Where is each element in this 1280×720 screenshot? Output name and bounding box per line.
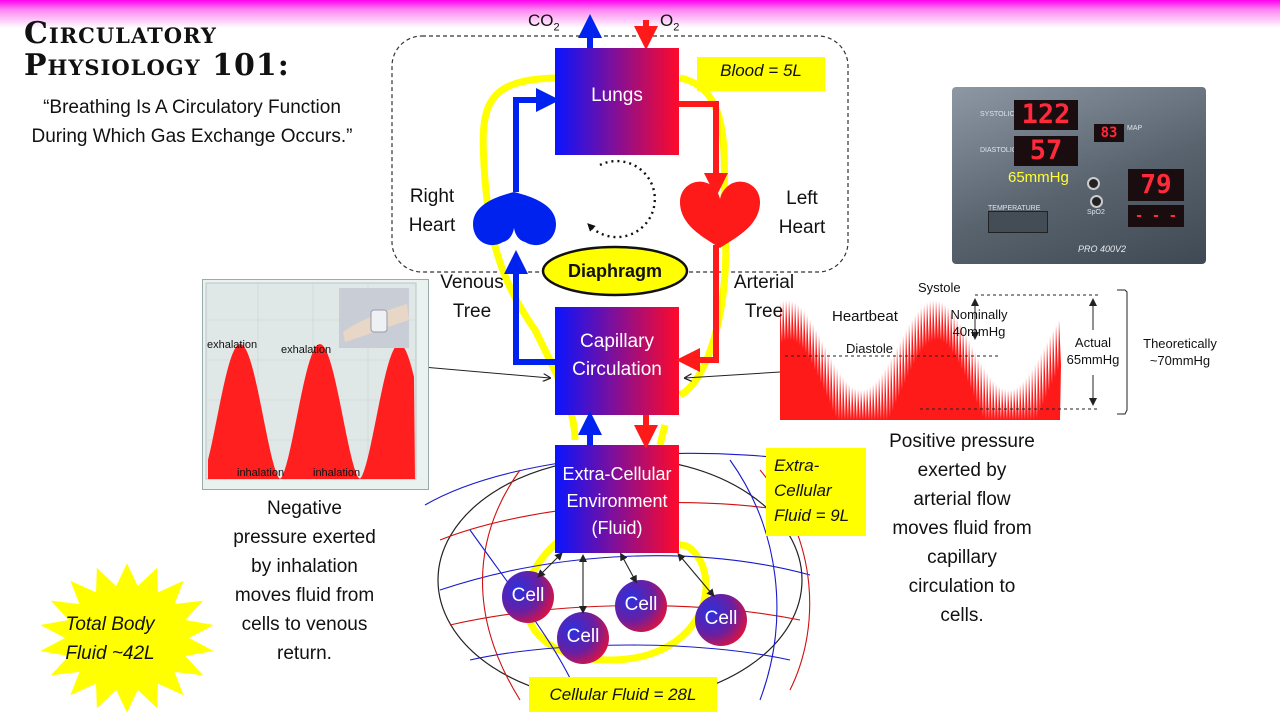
pulmonary-vein-arrow [679, 101, 728, 197]
title-line-1: Circulatory [24, 16, 217, 51]
page-title: Circulatory Physiology 101: [24, 18, 290, 82]
cell-2-label: Cell [566, 626, 600, 647]
venous-arrow [504, 250, 555, 365]
total-body-fluid-label: Total Body Fluid ~42L [65, 614, 155, 664]
pulmonary-artery-arrow [513, 88, 560, 192]
monitor-model-label: PRO 400V2 [1078, 244, 1127, 254]
monitor-map-label: MAP [1127, 125, 1143, 132]
cell-2 [557, 612, 609, 664]
systole-label: Systole [918, 280, 961, 295]
monitor-diastolic-label: DIASTOLIC [980, 147, 1017, 154]
bp-monitor-image: SYSTOLIC DIASTOLIC MAP TEMPERATURE SpO2 … [952, 87, 1206, 264]
cellular-fluid-label: Cellular Fluid = 28L [529, 677, 717, 712]
temperature-display [988, 211, 1048, 233]
exhalation-1-label: exhalation [207, 339, 258, 351]
diastole-label: Diastole [846, 341, 893, 356]
diaphragm-label: Diaphragm [567, 261, 663, 281]
pressure-waveform-chart [780, 289, 1128, 420]
cell-4 [695, 594, 747, 646]
monitor-temperature-label: TEMPERATURE [988, 205, 1041, 212]
title-line-2: Physiology 101: [24, 48, 290, 83]
rotation-circle-icon [587, 159, 656, 239]
inhalation-2-label: inhalation [313, 467, 361, 479]
capillary-box [555, 307, 679, 415]
pulse-display: 79 [1128, 169, 1184, 201]
inhalation-1-label: inhalation [237, 467, 285, 479]
o2-label: O2 [660, 11, 680, 34]
quote: “Breathing Is A Circulatory Function Dur… [12, 93, 372, 151]
spo2-connector-icon [1090, 195, 1103, 208]
extracellular-box [555, 445, 679, 553]
positive-pressure-text: Positive pressure exerted by arterial fl… [889, 431, 1035, 626]
extracellular-fluid-label: Extra- Cellular Fluid = 9L [766, 448, 866, 536]
extracellular-label: Extra-Cellular Environment (Fluid) [562, 464, 672, 538]
cell-3 [615, 580, 667, 632]
monitor-spo2-label: SpO2 [1087, 209, 1105, 216]
positive-pressure-pointer [685, 371, 781, 378]
lungs-box [555, 48, 679, 155]
breathing-waveform [208, 344, 415, 479]
quote-line-2: During Which Gas Exchange Occurs.” [31, 126, 353, 147]
co2-label: CO2 [528, 11, 560, 34]
negative-pressure-text: Negative pressure exerted by inhalation … [233, 498, 376, 664]
cell-1 [502, 571, 554, 623]
left-heart-icon [680, 181, 760, 248]
actual-pressure-label: Actual 65mmHg [1066, 335, 1120, 367]
quote-line-1: “Breathing Is A Circulatory Function [43, 97, 341, 118]
arterial-tree-label: Arterial Tree [733, 272, 795, 322]
pressure-waveform [780, 300, 1061, 420]
nominal-pressure-label: Nominally 40mmHg [950, 307, 1008, 339]
arterial-arrow [676, 245, 719, 372]
left-heart-label: Left Heart [778, 188, 826, 238]
blood-volume-label: Blood = 5L [697, 57, 825, 91]
diaphragm-shape [541, 245, 689, 297]
monitor-systolic-label: SYSTOLIC [980, 111, 1015, 118]
diastolic-display: 57 [1014, 136, 1078, 166]
cuff-connector-icon [1087, 177, 1100, 190]
cells [502, 571, 747, 664]
theoretical-pressure-label: Theoretically ~70mmHg [1143, 336, 1217, 368]
systolic-display: 122 [1014, 100, 1078, 130]
venous-tree-label: Venous Tree [440, 272, 504, 322]
pulse-pressure-label: 65mmHg [1008, 169, 1069, 186]
lungs-label: Lungs [591, 85, 643, 106]
breathing-waveform-image: exhalation exhalation inhalation inhalat… [202, 279, 429, 490]
heartbeat-label: Heartbeat [832, 308, 898, 325]
right-heart-label: Right Heart [408, 186, 456, 236]
cell-1-label: Cell [511, 585, 545, 606]
exhalation-2-label: exhalation [281, 344, 332, 356]
cell-4-label: Cell [704, 608, 738, 629]
spo2-display: - - - [1128, 205, 1184, 227]
map-display: 83 [1094, 124, 1124, 142]
capillary-label: Capillary Circulation [572, 331, 662, 380]
total-fluid-starburst [40, 563, 214, 713]
cell-3-label: Cell [624, 594, 658, 615]
cell-exchange-arrows [537, 552, 715, 614]
right-heart-icon [473, 192, 556, 246]
